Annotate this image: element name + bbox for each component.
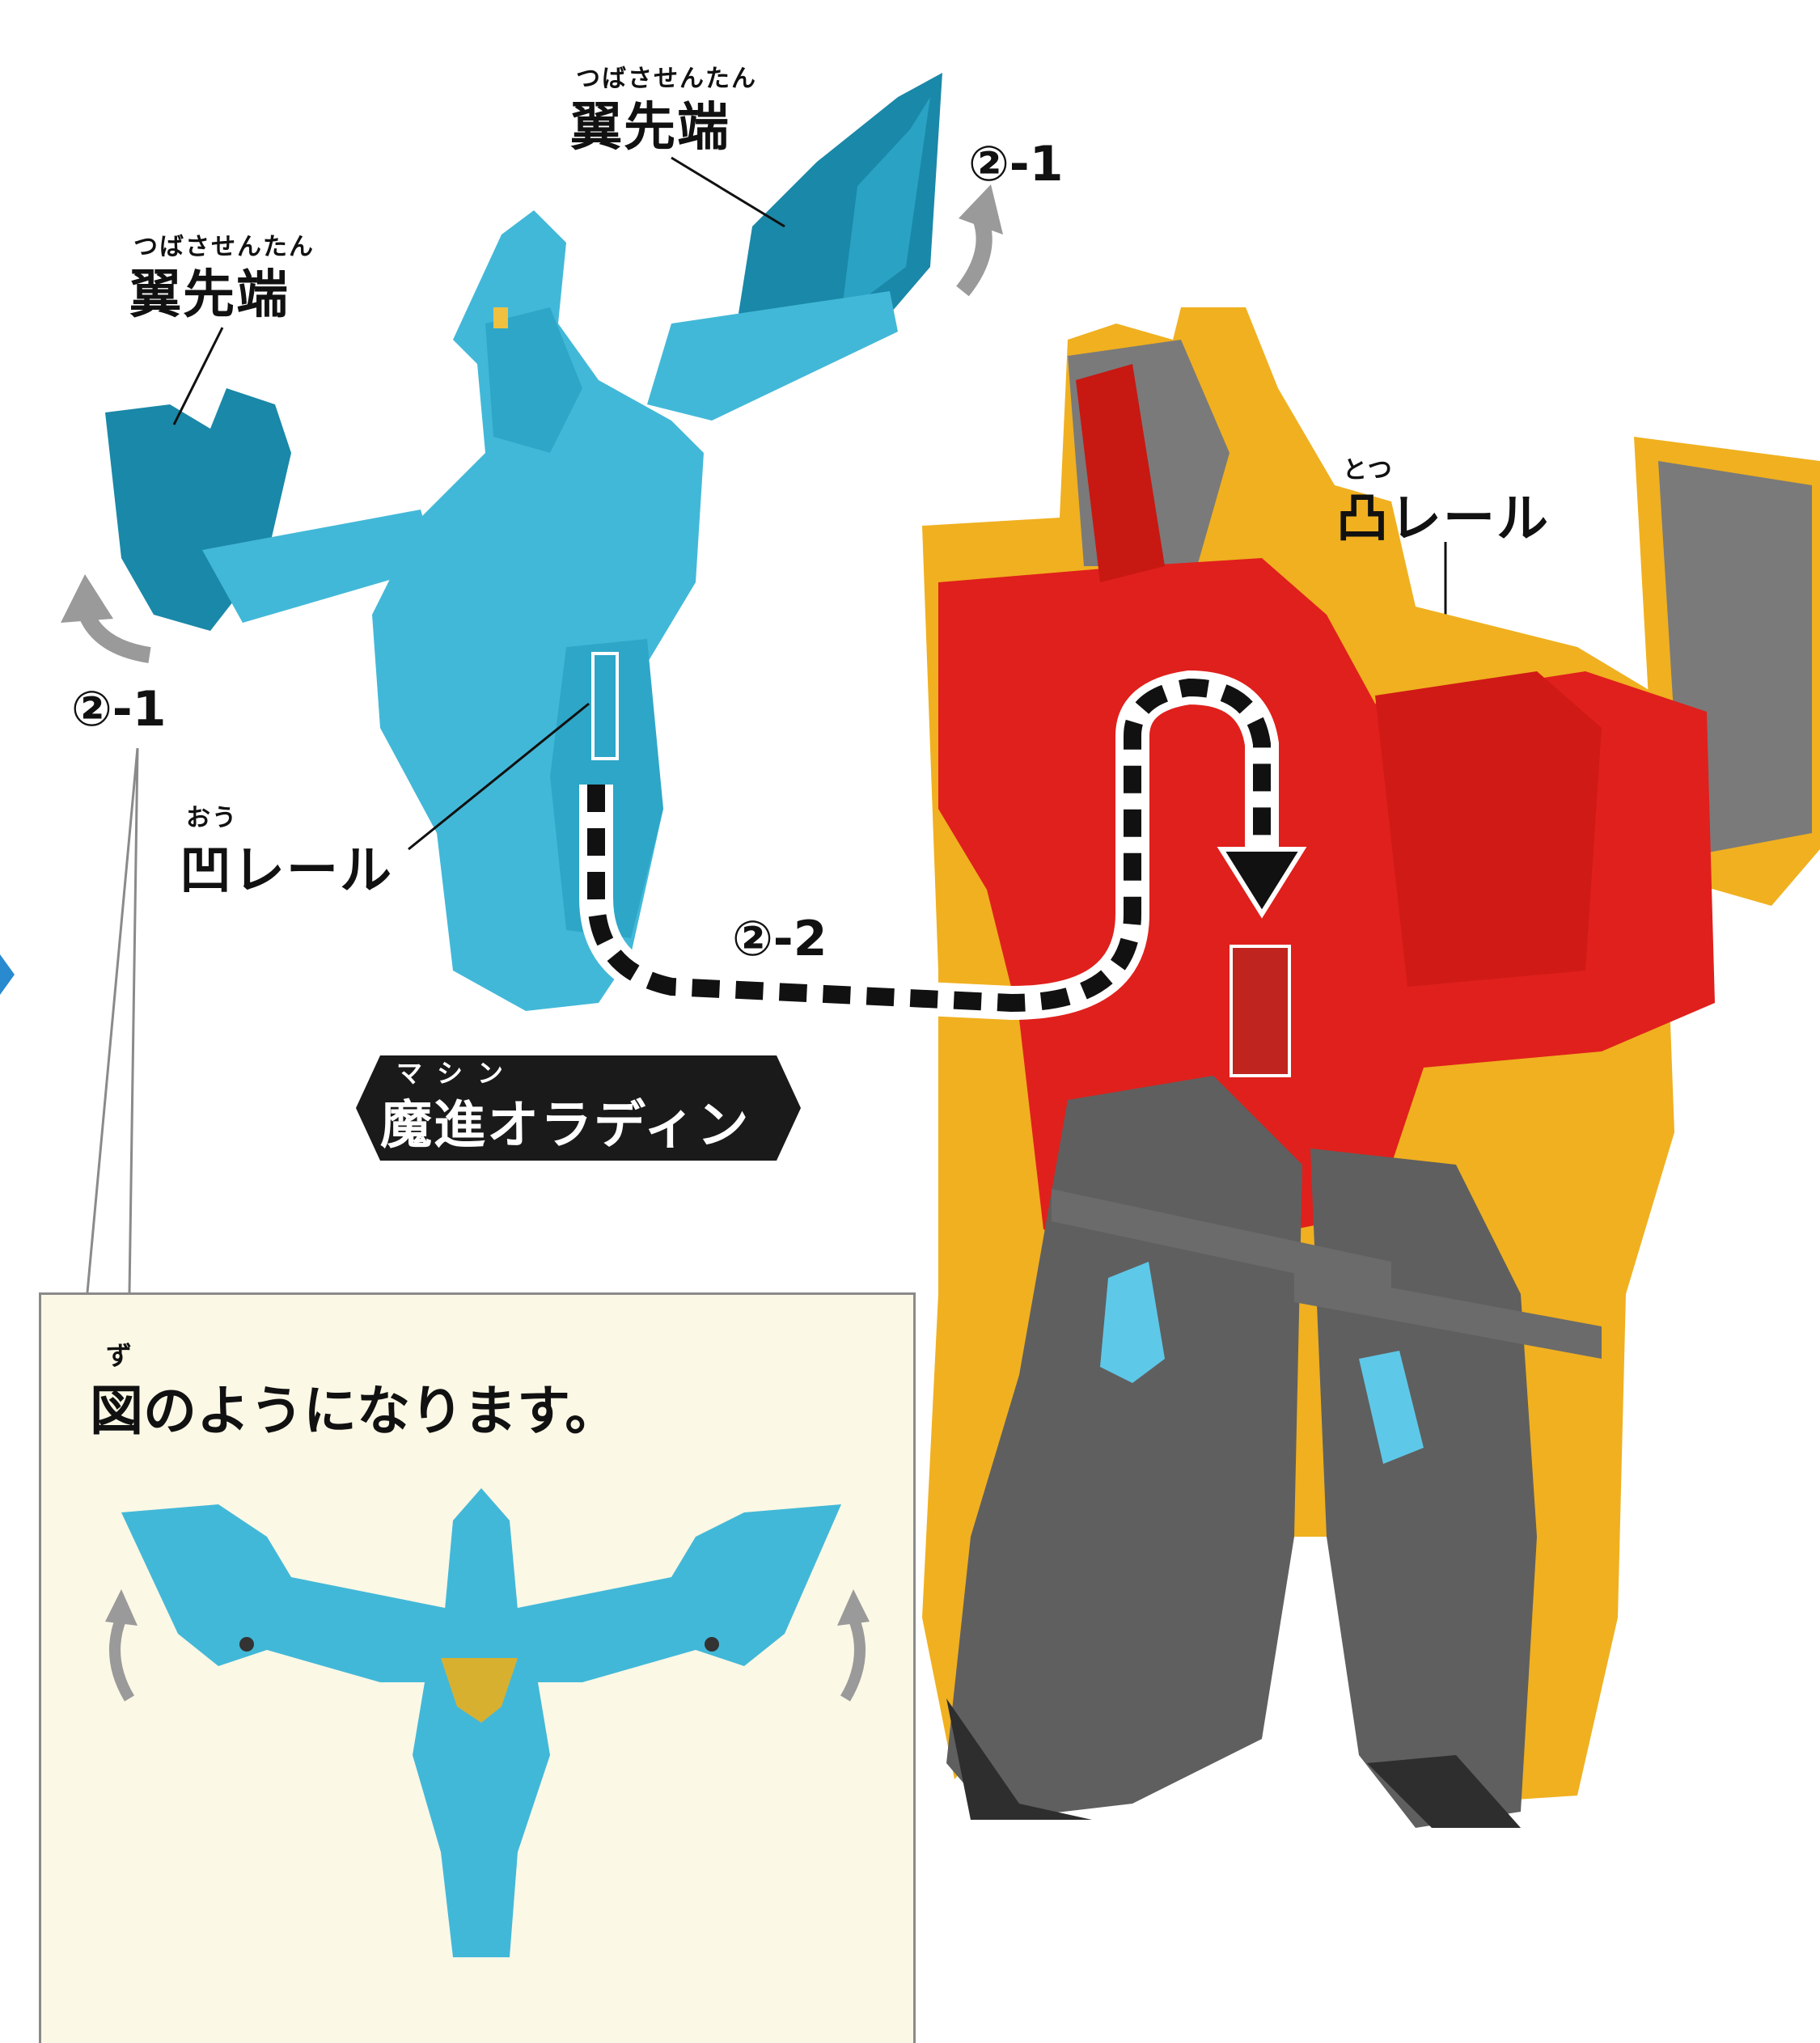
name-tag-ruby: マシン [396,1058,518,1089]
convex-rail-label: 凸レール [1336,489,1550,549]
concave-rail-label: 凹レール [180,841,393,901]
leader-wingtip-left [172,327,224,425]
leader-concave [408,702,590,851]
wing-tip-left-ruby: つばさせんたん [133,233,315,261]
note-ruby: ず [106,1340,133,1371]
name-tag-label: 魔進オラディン [380,1096,751,1156]
concave-rail-ruby: おう [186,804,238,832]
dragon-figure [105,73,942,1011]
leader-note [86,747,139,1293]
wing-tip-top-label: 翼先端 [570,98,730,158]
step-label-center: ②-2 [732,911,827,967]
leader-wingtip-top [671,156,785,228]
arrow-down-icon [1217,847,1307,919]
name-tag-shape [356,1055,801,1161]
wing-tip-top-ruby: つばさせんたん [576,65,757,93]
note-text: 図のようになります。 [90,1380,619,1442]
note-box: ず 図のようになります。 [39,1292,916,2043]
leader-note-2 [128,747,139,1293]
step-label-left: ②-1 [71,681,167,738]
step-arrow-icon [0,954,15,995]
convex-rail-ruby: とつ [1343,456,1394,484]
wing-tip-left-label: 翼先端 [129,265,290,325]
step-label-top-right: ②-1 [968,136,1064,192]
